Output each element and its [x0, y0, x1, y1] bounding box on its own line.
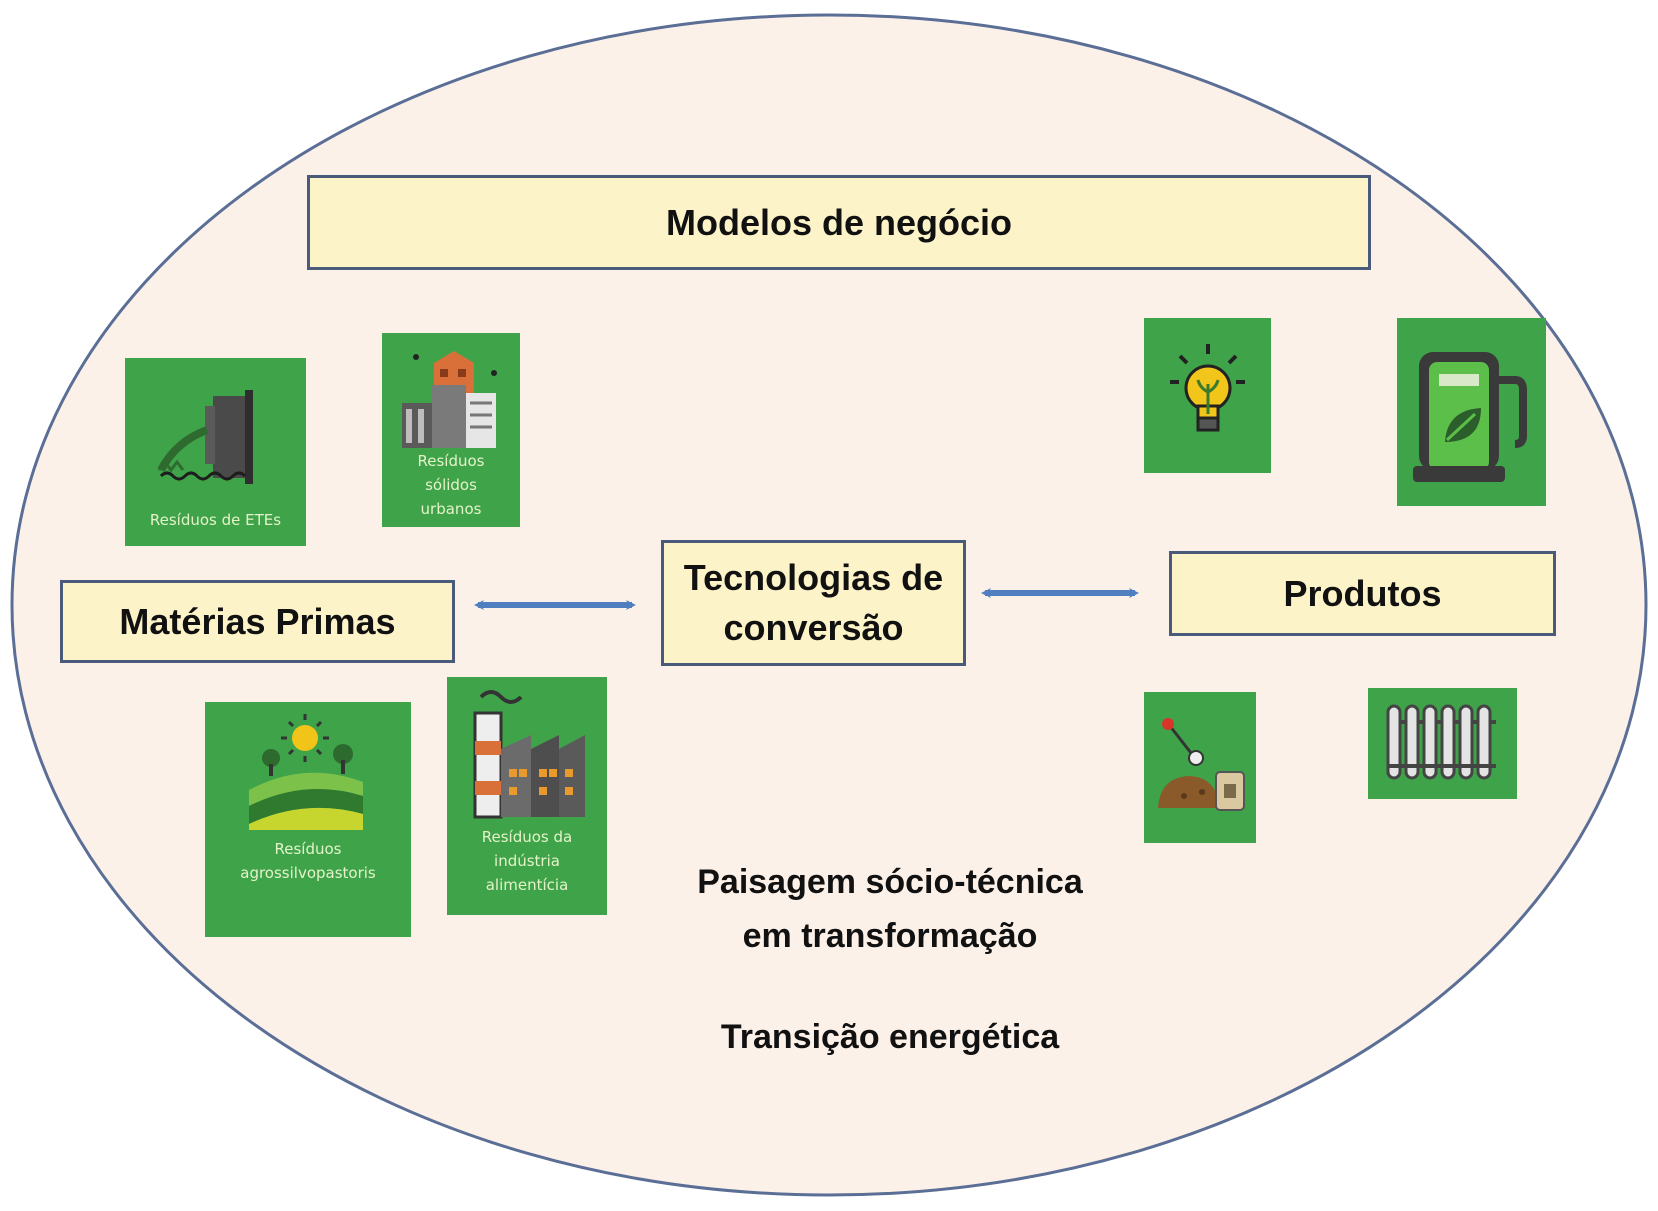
energy-transition-caption: Transição energética	[720, 1018, 1060, 1056]
tile-food-industry: Resíduos da indústria alimentícia	[447, 677, 607, 915]
tile-urban-waste-label: Resíduos sólidos urbanos	[384, 449, 518, 521]
light-bulb-icon	[1170, 344, 1245, 432]
tile-heat	[1368, 688, 1517, 799]
conversion-tech-line2: conversão	[723, 607, 904, 648]
radiator-icon	[1386, 704, 1496, 780]
tile-agro-waste-line1: Resíduos	[274, 840, 342, 858]
tile-urban-waste-line3: urbanos	[420, 500, 482, 518]
tile-fertilizer	[1144, 692, 1256, 843]
tile-wastewater-label: Resíduos de ETEs	[149, 511, 282, 529]
tile-wastewater: Resíduos de ETEs	[125, 358, 306, 546]
tile-agro-waste-line2: agrossilvopastoris	[240, 864, 376, 882]
tile-urban-waste-line2: sólidos	[425, 476, 477, 494]
sewage-pipe-icon	[157, 390, 253, 484]
landscape-line2: em transformação	[742, 917, 1038, 955]
tile-urban-waste-line1: Resíduos	[417, 452, 485, 470]
products-box: Produtos	[1169, 551, 1556, 636]
business-models-box: Modelos de negócio	[307, 175, 1371, 270]
factory-icon	[473, 690, 585, 819]
conversion-tech-line1: Tecnologias de	[683, 557, 944, 598]
landscape-line1: Paisagem sócio-técnica	[697, 863, 1083, 901]
tile-agro-waste: Resíduos agrossilvopastoris	[205, 702, 411, 937]
tile-agro-waste-label: Resíduos agrossilvopastoris	[207, 837, 409, 885]
tile-urban-waste: Resíduos sólidos urbanos	[382, 333, 520, 527]
tile-food-industry-line3: alimentícia	[485, 876, 569, 894]
fuel-pump-leaf-icon	[1413, 352, 1527, 482]
landscape-caption: Paisagem sócio-técnica em transformação	[640, 855, 1140, 963]
tile-food-industry-line2: indústria	[494, 852, 560, 870]
raw-materials-box: Matérias Primas	[60, 580, 455, 663]
city-buildings-icon	[402, 351, 497, 448]
tile-electricity	[1144, 318, 1271, 473]
tile-biofuel	[1397, 318, 1546, 506]
tile-food-industry-label: Resíduos da indústria alimentícia	[449, 825, 605, 897]
farm-field-icon	[249, 714, 363, 830]
conversion-tech-box: Tecnologias de conversão	[661, 540, 966, 666]
soil-sack-icon	[1158, 718, 1245, 811]
business-models-label: Modelos de negócio	[665, 201, 1013, 243]
raw-materials-label: Matérias Primas	[119, 600, 396, 642]
tile-food-industry-line1: Resíduos da	[481, 828, 573, 846]
products-label: Produtos	[1283, 572, 1442, 614]
